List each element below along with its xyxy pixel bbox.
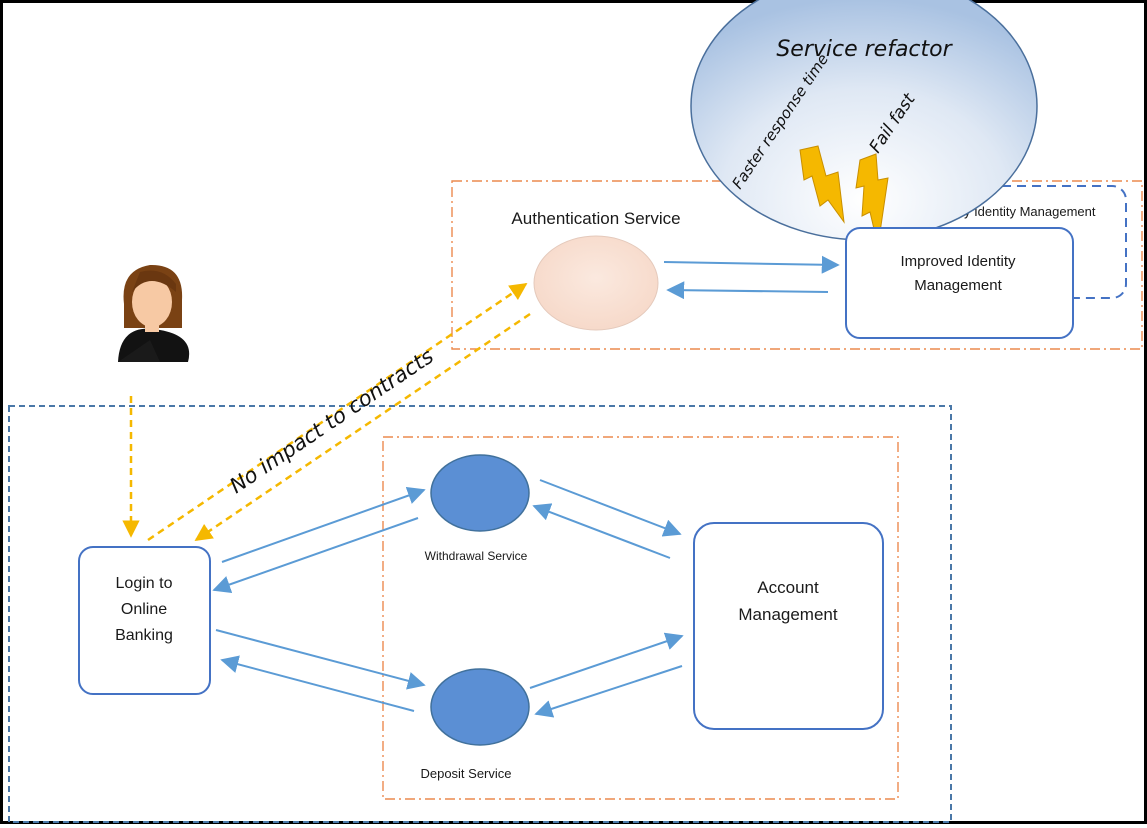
arrow-auth-to-login bbox=[194, 312, 531, 542]
login-box bbox=[78, 546, 211, 695]
arrow-identity-to-auth bbox=[666, 281, 829, 300]
arrow-account-to-deposit bbox=[534, 665, 683, 718]
arrow-account-to-withdrawal bbox=[532, 503, 671, 559]
improved-identity-box bbox=[845, 227, 1074, 339]
arrow-deposit-to-account bbox=[529, 632, 684, 689]
arrow-auth-to-identity bbox=[663, 255, 840, 274]
arrow-deposit-to-login bbox=[220, 655, 415, 712]
account-management-box bbox=[693, 522, 884, 730]
withdrawal-service-label: Withdrawal Service bbox=[425, 549, 528, 563]
arrow-login-to-auth bbox=[147, 282, 528, 542]
deposit-service-label: Deposit Service bbox=[420, 766, 511, 781]
bubble-title: Service refactor bbox=[776, 37, 953, 62]
arrow-login-to-withdrawal bbox=[221, 486, 426, 563]
login-label-line1: Login to bbox=[116, 575, 173, 592]
improved-identity-label-line1: Improved Identity bbox=[900, 253, 1016, 270]
services-region-boundary bbox=[382, 436, 899, 800]
arrow-withdrawal-to-account bbox=[539, 479, 682, 537]
improved-identity-label-line2: Management bbox=[914, 277, 1002, 294]
arrow-withdrawal-to-login bbox=[212, 517, 419, 594]
account-label-line2: Management bbox=[738, 605, 838, 624]
withdrawal-service-node bbox=[430, 454, 530, 532]
authentication-service-label: Authentication Service bbox=[511, 209, 680, 228]
note-no-impact: No impact to contracts bbox=[225, 344, 438, 498]
lightning-bolt-icon bbox=[799, 145, 845, 224]
authentication-service-node bbox=[533, 235, 659, 331]
account-label-line1: Account bbox=[757, 578, 819, 597]
user-avatar-icon bbox=[118, 264, 190, 362]
deposit-service-node bbox=[430, 668, 530, 746]
login-label-line2: Online bbox=[121, 601, 167, 618]
login-label-line3: Banking bbox=[115, 627, 173, 644]
arrow-login-to-deposit bbox=[215, 629, 426, 690]
banking-boundary bbox=[8, 405, 952, 823]
